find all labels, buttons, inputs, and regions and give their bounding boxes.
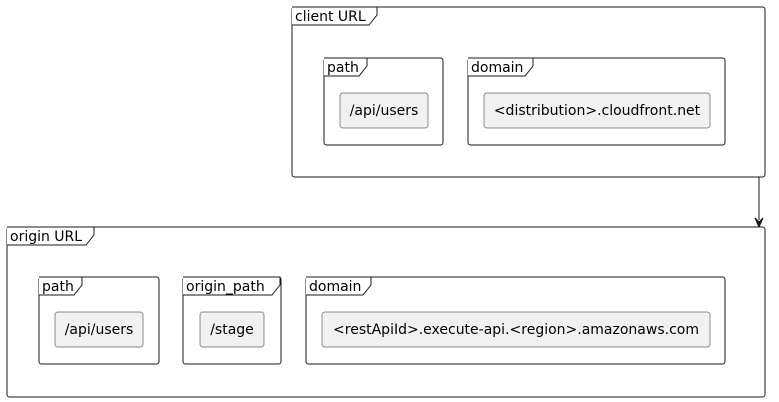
origin-domain-package: domain <restApiId>.execute-api.<region>.…	[305, 276, 726, 365]
origin-domain-title: domain	[309, 279, 361, 295]
origin-domain-value: <restApiId>.execute-api.<region>.amazona…	[333, 322, 699, 338]
origin-origin-path-node	[199, 311, 265, 348]
origin-origin-path-title: origin_path	[186, 279, 265, 295]
origin-path-package: path /api/users	[38, 276, 160, 365]
origin-path-title: path	[42, 279, 74, 295]
client-path-title: path	[327, 60, 359, 76]
origin-path-value: /api/users	[65, 322, 134, 338]
client-domain-node	[483, 92, 711, 129]
client-path-node	[339, 92, 429, 129]
origin-origin-path-package: origin_path /stage	[182, 276, 282, 365]
origin-domain-node	[321, 311, 711, 348]
client-path-package: path /api/users	[323, 57, 444, 146]
origin-url-title: origin URL	[10, 229, 82, 245]
client-path-value: /api/users	[350, 103, 419, 119]
client-domain-title: domain	[471, 60, 523, 76]
origin-path-node	[54, 311, 144, 348]
origin-origin-path-value: /stage	[210, 322, 254, 338]
client-to-origin-arrow	[754, 177, 764, 229]
client-domain-value: <distribution>.cloudfront.net	[494, 103, 701, 119]
client-url-title: client URL	[295, 9, 366, 25]
client-domain-package: domain <distribution>.cloudfront.net	[467, 57, 726, 146]
